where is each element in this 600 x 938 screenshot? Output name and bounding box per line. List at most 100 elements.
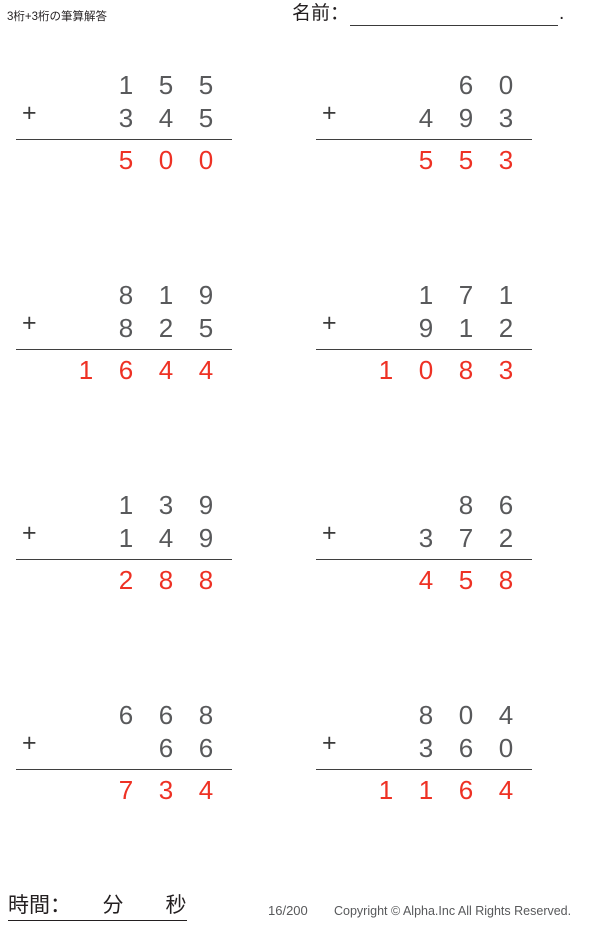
operator-plus: + [322,99,337,127]
digit: 1 [118,70,134,100]
digit: 5 [458,565,474,595]
digit [406,68,446,102]
digit: 0 [498,70,514,100]
digit: 9 [198,523,214,553]
digit: 4 [198,775,214,805]
digit: 4 [498,700,514,730]
digit: 4 [418,565,434,595]
digit: 9 [198,280,214,310]
sum-rule [316,559,532,560]
operator-plus: + [322,729,337,757]
name-trailing-dot: . [559,3,565,24]
digit: 3 [158,490,174,520]
digit: 3 [498,145,514,175]
digit: 7 [458,523,474,553]
digit: 6 [198,733,214,763]
digit: 1 [158,280,174,310]
digit: 8 [418,700,434,730]
digit: 8 [118,313,134,343]
digit: 3 [158,775,174,805]
digit: 3 [418,733,434,763]
digit: 4 [158,103,174,133]
digit: 9 [198,490,214,520]
name-input-line[interactable] [350,4,559,26]
time-field[interactable]: 時間： 分 秒 [8,893,187,921]
page-title: 3桁+3桁の筆算解答 [7,11,108,23]
operator-plus: + [22,99,37,127]
digit: 6 [458,775,474,805]
digit: 1 [378,775,394,805]
digit: 2 [498,523,514,553]
digit: 1 [498,280,514,310]
digit: 4 [198,355,214,385]
digit: 4 [158,355,174,385]
copyright-notice: Copyright © Alpha.Inc All Rights Reserve… [334,904,572,918]
digit: 5 [198,313,214,343]
digit: 9 [458,103,474,133]
digit: 0 [418,355,434,385]
digit [106,731,146,765]
digit: 2 [498,313,514,343]
digit [406,488,446,522]
page-footer: 時間： 分 秒 16/200 Copyright © Alpha.Inc All… [0,882,600,938]
digit: 6 [498,490,514,520]
name-label: 名前： [292,3,350,24]
digit: 1 [458,313,474,343]
digit: 3 [418,523,434,553]
digit: 1 [418,775,434,805]
digit: 6 [118,700,134,730]
digit: 5 [418,145,434,175]
digit: 8 [118,280,134,310]
digit: 4 [498,775,514,805]
digit: 5 [118,145,134,175]
digit: 6 [458,70,474,100]
digit: 6 [118,355,134,385]
digit: 1 [118,490,134,520]
digit: 3 [498,103,514,133]
digit: 8 [498,565,514,595]
digit: 8 [458,490,474,520]
digit: 8 [158,565,174,595]
digit: 5 [158,70,174,100]
digit: 2 [118,565,134,595]
digit: 2 [158,313,174,343]
sum-rule [316,139,532,140]
digit: 8 [458,355,474,385]
sum-rule [316,349,532,350]
page-header: 3桁+3桁の筆算解答 名前： . [0,0,600,46]
digit: 0 [498,733,514,763]
page-number: 16/200 [268,903,308,918]
digit: 7 [458,280,474,310]
operator-plus: + [322,309,337,337]
digit: 5 [198,103,214,133]
sum-rule [16,769,232,770]
digit: 3 [118,103,134,133]
